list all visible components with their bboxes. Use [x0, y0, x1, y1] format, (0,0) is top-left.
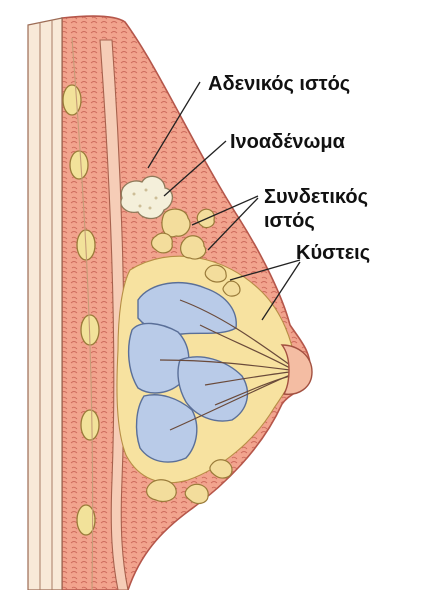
label-fibroadenoma: Ινοαδένωμα	[230, 131, 345, 153]
label-connective-tissue-line2: ιστός	[264, 209, 368, 233]
label-glandular-tissue: Αδενικός ιστός	[208, 73, 350, 95]
chest-wall	[28, 18, 62, 590]
label-connective-tissue-line1: Συνδετικός	[264, 185, 368, 209]
label-connective-tissue: Συνδετικός ιστός	[264, 185, 368, 233]
label-cysts: Κύστεις	[296, 242, 370, 264]
